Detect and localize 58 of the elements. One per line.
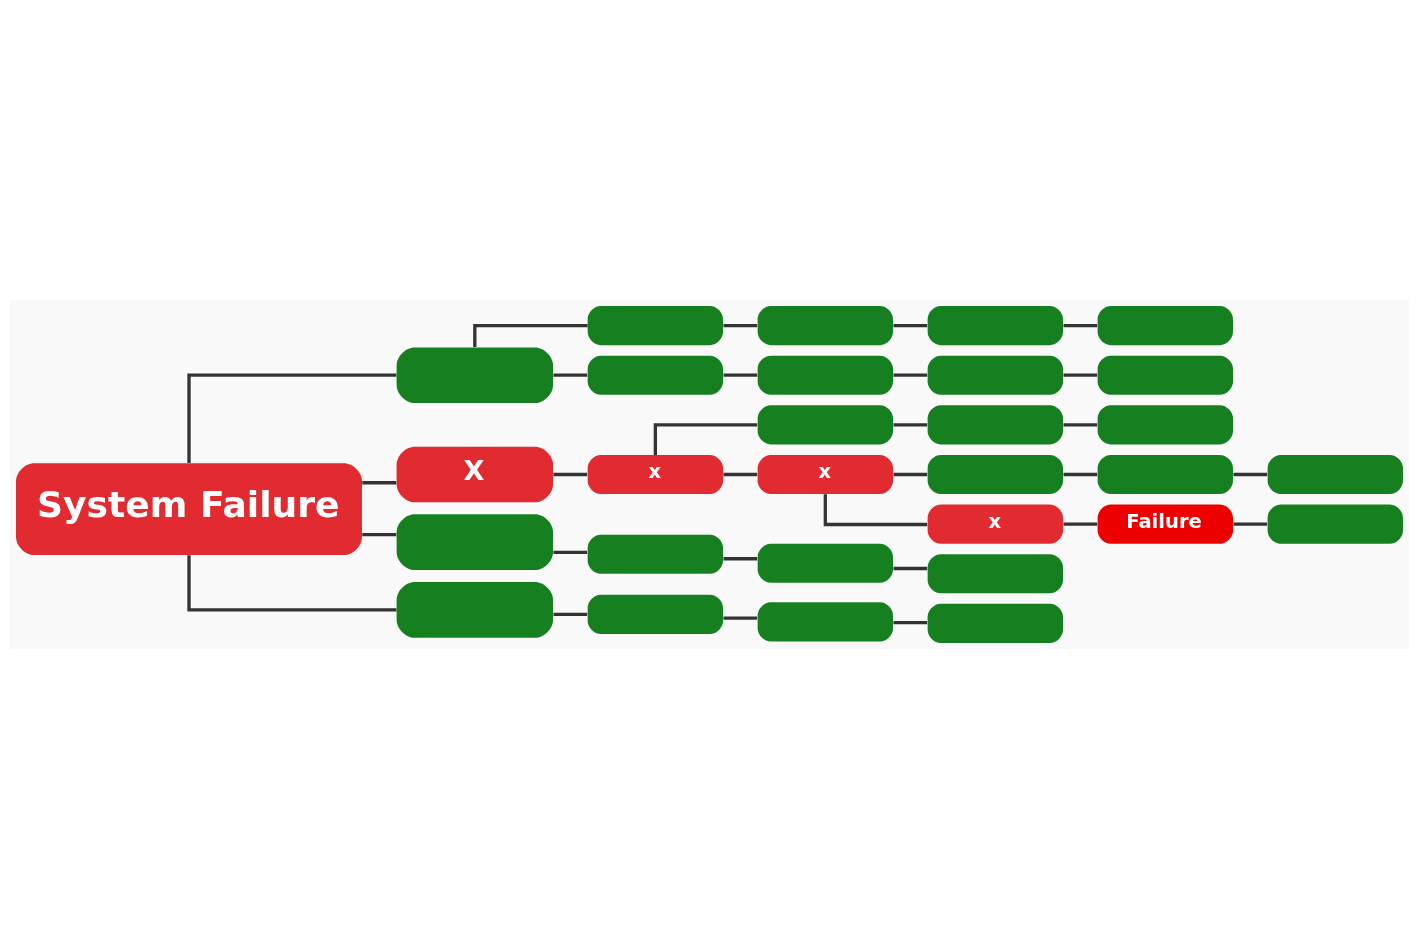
- connector: [1233, 472, 1268, 476]
- node-box: [587, 355, 724, 395]
- connector: [723, 616, 758, 620]
- connector: [723, 556, 758, 560]
- connector: [1063, 422, 1098, 426]
- node-box: [1097, 454, 1233, 494]
- connector: [893, 373, 928, 377]
- connector: [1063, 522, 1098, 526]
- node-box: [757, 305, 894, 345]
- connector: [553, 373, 588, 377]
- connector: [362, 532, 397, 536]
- connector: [653, 422, 758, 455]
- node-box: [396, 513, 554, 570]
- node-box: [927, 305, 1063, 345]
- node-box: [396, 581, 554, 638]
- node-box: [927, 454, 1063, 494]
- node-box: [927, 553, 1063, 593]
- connector: [823, 493, 928, 526]
- node-box: [587, 305, 724, 345]
- node-box: [587, 594, 724, 634]
- node-box: [927, 355, 1063, 395]
- connector: [1233, 522, 1268, 526]
- connector: [1063, 373, 1098, 377]
- connector: [1063, 472, 1098, 476]
- connector: [1063, 323, 1098, 327]
- node-box: x: [927, 504, 1063, 544]
- node-box: Failure: [1097, 504, 1233, 544]
- connector: [893, 620, 928, 624]
- connector: [723, 373, 758, 377]
- node-box: [396, 346, 554, 403]
- connector: [723, 323, 758, 327]
- connector: [893, 323, 928, 327]
- node-box: [1097, 404, 1233, 444]
- connector: [553, 550, 588, 554]
- node-box: x: [587, 454, 724, 494]
- connector: [187, 554, 397, 612]
- node-box: [757, 543, 894, 583]
- node-box: X: [396, 446, 554, 502]
- node-box: [1267, 504, 1403, 544]
- node-box: [757, 601, 894, 641]
- connector: [553, 612, 588, 616]
- node-box: [927, 404, 1063, 444]
- connector: [362, 480, 397, 484]
- node-box: [587, 534, 724, 574]
- connector: [553, 472, 588, 476]
- node-box: [1097, 305, 1233, 345]
- node-box: x: [757, 454, 894, 494]
- connector: [187, 373, 397, 463]
- node-box: [757, 355, 894, 395]
- connector: [893, 422, 928, 426]
- connector: [893, 566, 928, 570]
- connector: [893, 472, 928, 476]
- node-box: System Failure: [16, 462, 362, 555]
- node-box: [927, 603, 1063, 643]
- node-box: [757, 404, 894, 444]
- node-box: [1097, 355, 1233, 395]
- connector: [723, 472, 758, 476]
- node-box: [1267, 454, 1403, 494]
